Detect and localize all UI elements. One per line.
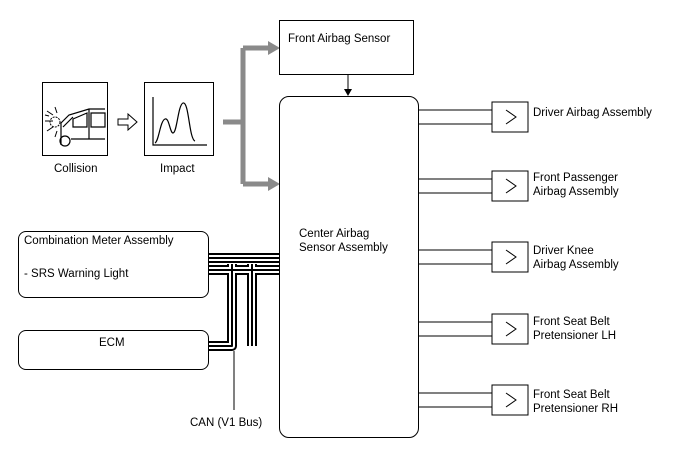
arrow-to-front-sensor [268, 41, 280, 55]
front-to-center-arrowhead [344, 89, 352, 96]
collision-label: Collision [54, 163, 98, 175]
front-airbag-sensor-label: Front Airbag Sensor [288, 33, 391, 45]
combination-meter-title: Combination Meter Assembly [24, 235, 174, 247]
arrow-to-center-sensor [268, 177, 280, 191]
collision-to-impact-arrow [117, 112, 138, 132]
srs-warning-light-label: - SRS Warning Light [24, 268, 129, 280]
pretensioner-rh-label: Front Seat Belt Pretensioner RH [533, 389, 619, 415]
center-airbag-sensor-label: Center Airbag Sensor Assembly [299, 228, 388, 254]
impact-box [144, 82, 214, 156]
front-airbag-sensor-box: Front Airbag Sensor [279, 20, 414, 75]
connector-front-passenger-airbag [418, 170, 529, 202]
pretensioner-lh-label: Front Seat Belt Pretensioner LH [533, 316, 617, 342]
driver-airbag-label: Driver Airbag Assembly [533, 107, 652, 119]
impact-graph-icon [152, 97, 207, 146]
connector-pretensioner-rh [418, 384, 529, 416]
can-bus-harness [209, 253, 280, 351]
impact-label: Impact [160, 163, 195, 175]
front-passenger-airbag-label: Front Passenger Airbag Assembly [533, 172, 619, 198]
impact-signal-arrows [223, 45, 270, 187]
driver-knee-airbag-label: Driver Knee Airbag Assembly [533, 245, 619, 271]
ecm-box: ECM [18, 330, 209, 370]
connector-driver-airbag [418, 101, 529, 133]
center-airbag-sensor-box: Center Airbag Sensor Assembly [279, 96, 419, 438]
car-collision-icon [44, 106, 106, 147]
combination-meter-box: Combination Meter Assembly - SRS Warning… [18, 231, 209, 298]
connector-driver-knee-airbag [418, 241, 529, 273]
can-bus-label: CAN (V1 Bus) [190, 417, 263, 429]
connector-pretensioner-lh [418, 313, 529, 345]
ecm-label: ECM [99, 337, 125, 349]
collision-box [42, 82, 108, 156]
output-connectors [418, 101, 529, 416]
